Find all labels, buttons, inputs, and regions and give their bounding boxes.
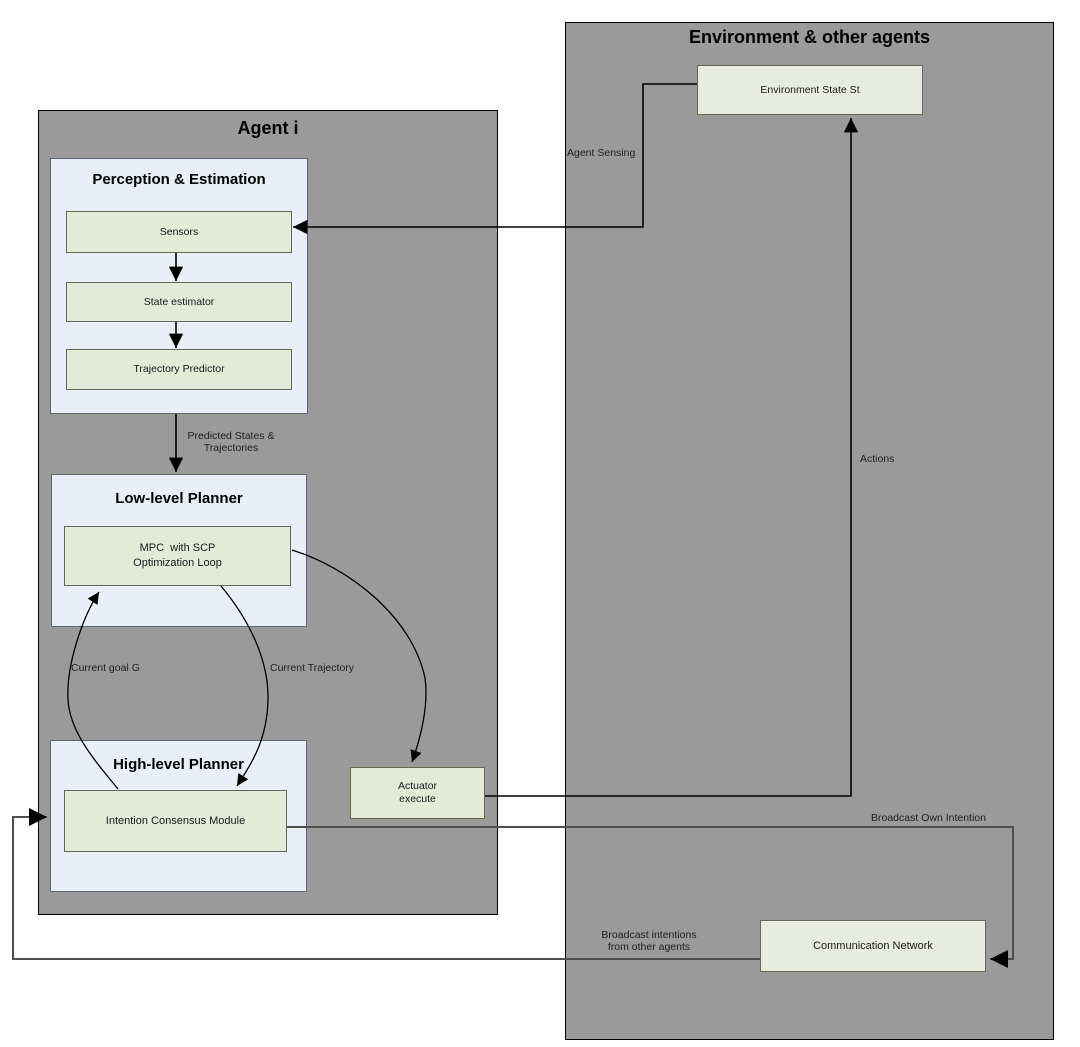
- label-broadcast-own-intention: Broadcast Own Intention: [871, 812, 986, 824]
- label-current-goal: Current goal G: [71, 662, 140, 674]
- environment-title: Environment & other agents: [688, 27, 931, 47]
- label-current-trajectory: Current Trajectory: [270, 662, 355, 674]
- node-state-estimator-label: State estimator: [143, 295, 215, 308]
- agent-title: Agent i: [237, 118, 299, 138]
- node-sensors-label: Sensors: [159, 225, 199, 238]
- label-predicted-states: Predicted States & Trajectories: [176, 430, 286, 454]
- node-state-estimator: State estimator: [66, 282, 292, 322]
- node-actuator-label-line1: Actuator: [397, 780, 438, 792]
- node-trajectory-predictor-label: Trajectory Predictor: [133, 363, 225, 375]
- label-broadcast-other-intentions-line2: from other agents: [607, 940, 691, 953]
- highlevel-title: High-level Planner: [113, 756, 244, 773]
- node-environment-state: Environment State St: [697, 65, 923, 115]
- node-mpc-label-line2: Optimization Loop: [133, 557, 222, 569]
- label-actions: Actions: [860, 453, 895, 465]
- node-actuator: Actuator execute: [350, 767, 485, 819]
- node-mpc-label-line1: MPC with SCP: [139, 542, 216, 554]
- node-trajectory-predictor: Trajectory Predictor: [66, 349, 292, 390]
- node-communication-network-label: Communication Network: [813, 939, 933, 952]
- label-predicted-states-line2: Trajectories: [203, 441, 259, 454]
- node-actuator-label-line2: execute: [399, 793, 436, 805]
- node-intention-consensus-label: Intention Consensus Module: [105, 814, 246, 827]
- node-mpc: MPC with SCP Optimization Loop: [64, 526, 291, 586]
- perception-title: Perception & Estimation: [92, 171, 266, 188]
- label-broadcast-other-intentions-line1: Broadcast intentions: [601, 929, 697, 941]
- node-communication-network: Communication Network: [760, 920, 986, 972]
- node-sensors: Sensors: [66, 211, 292, 253]
- node-intention-consensus: Intention Consensus Module: [64, 790, 287, 852]
- environment-container: Environment & other agents: [565, 22, 1054, 1040]
- label-agent-sensing: Agent Sensing: [567, 147, 636, 159]
- lowlevel-title: Low-level Planner: [115, 490, 243, 507]
- node-environment-state-label: Environment State St: [760, 83, 860, 96]
- label-broadcast-other-intentions: Broadcast intentions from other agents: [590, 929, 708, 953]
- label-predicted-states-line1: Predicted States &: [187, 430, 275, 442]
